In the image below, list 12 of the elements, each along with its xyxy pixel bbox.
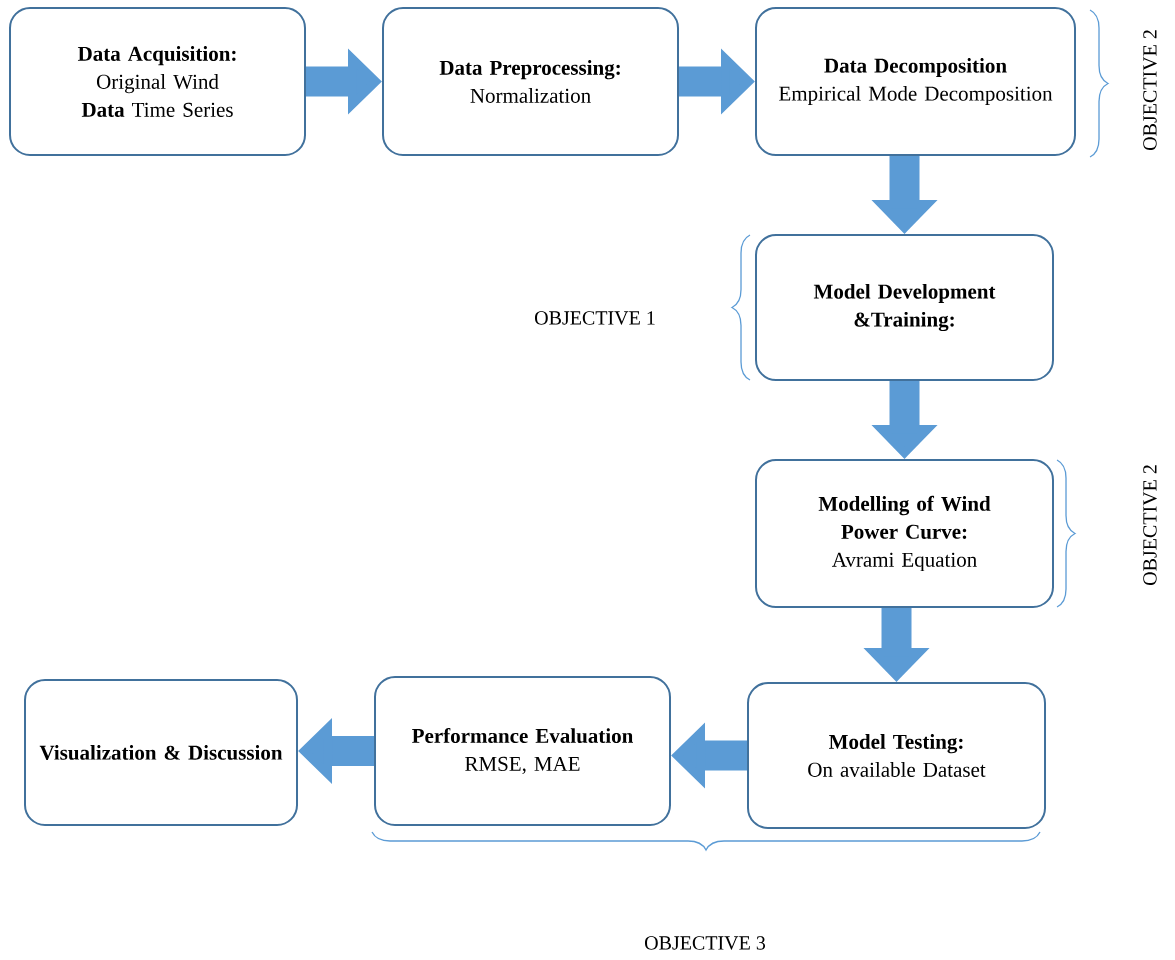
process-box: Data Acquisition: Original Wind Data Time Series bbox=[9, 7, 306, 156]
process-box: Data Decomposition Empirical Mode Decomposition bbox=[755, 7, 1076, 156]
process-box: Visualization & Discussion bbox=[24, 679, 298, 826]
process-box: Performance Evaluation RMSE, MAE bbox=[374, 676, 671, 826]
objective-label: OBJECTIVE 1 bbox=[535, 311, 655, 325]
process-box: Model Development &Training: bbox=[755, 234, 1054, 381]
process-box: Data Preprocessing: Normalization bbox=[382, 7, 679, 156]
objective-label: OBJECTIVE 3 bbox=[645, 936, 766, 950]
process-box: Modelling of Wind Power Curve: Avrami Equation bbox=[755, 459, 1054, 608]
objective-label: OBJECTIVE 2 bbox=[1143, 465, 1157, 585]
objective-label: OBJECTIVE 2 bbox=[1143, 30, 1157, 150]
process-box: Model Testing: On available Dataset bbox=[747, 682, 1046, 829]
